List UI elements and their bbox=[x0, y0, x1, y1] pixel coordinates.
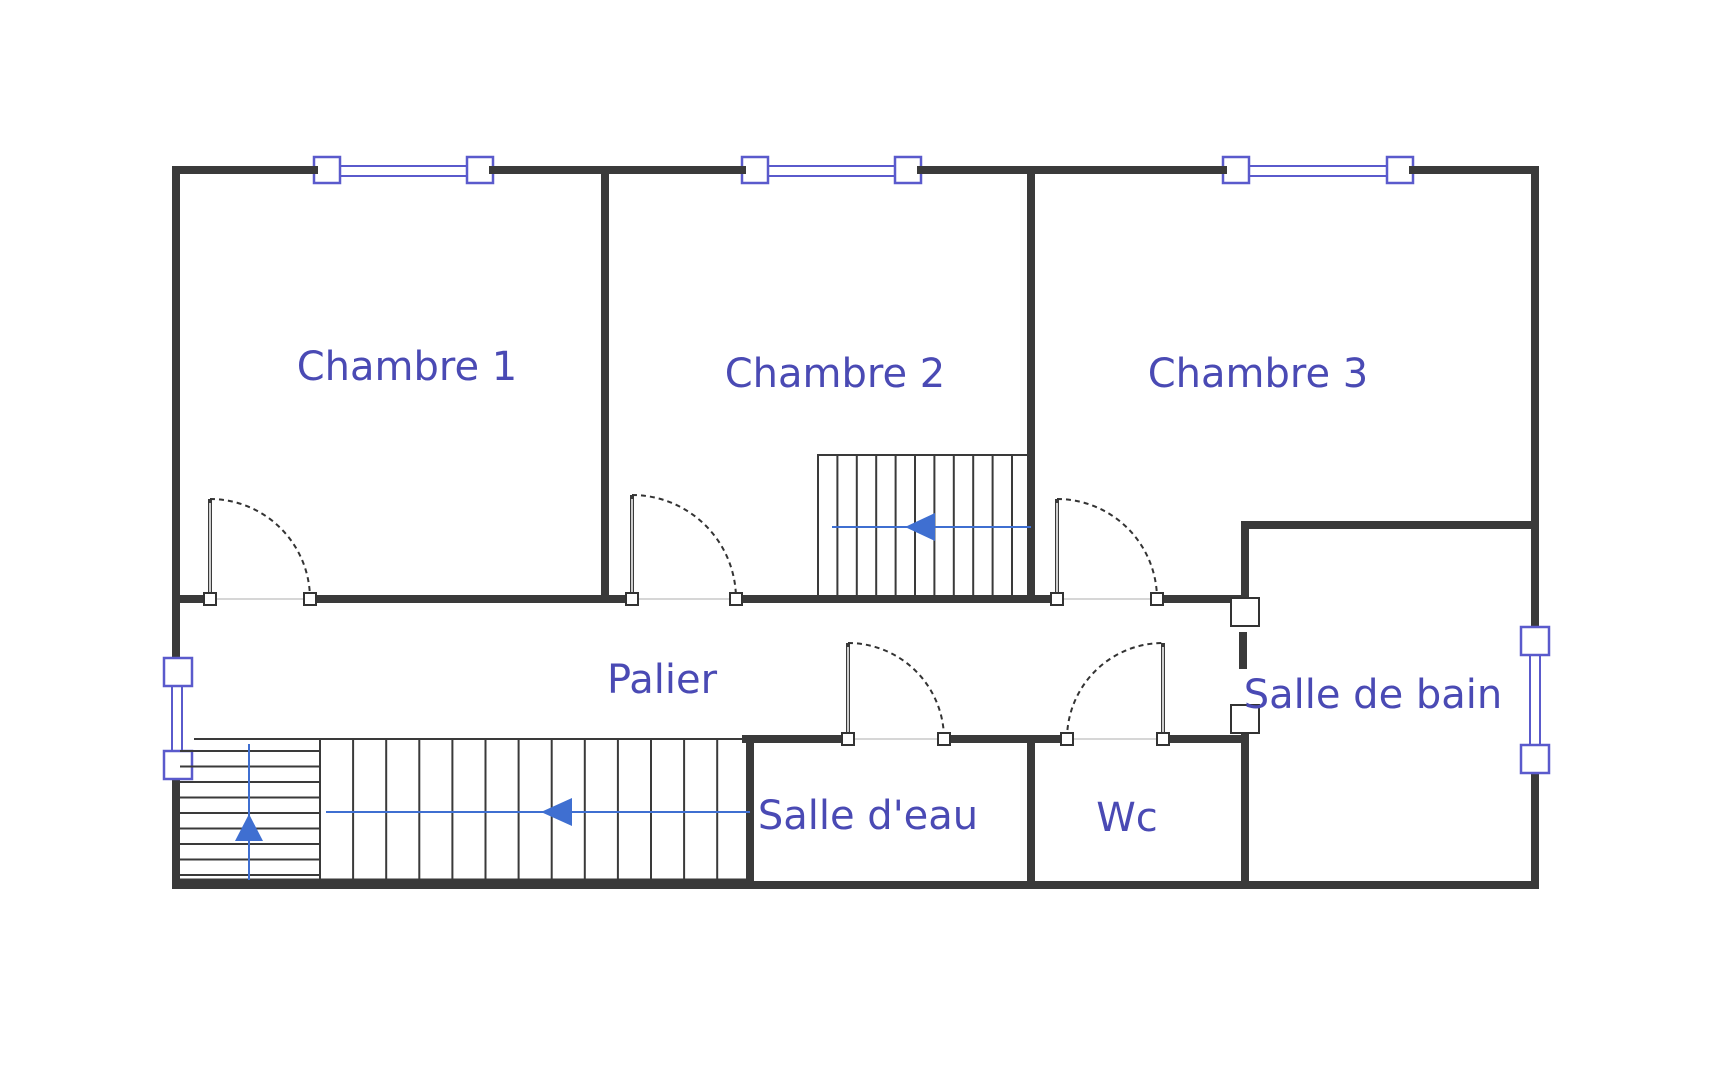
door-chambre-1 bbox=[203, 498, 317, 606]
exterior-walls bbox=[172, 166, 1539, 889]
door-salle-eau bbox=[841, 642, 951, 746]
room-label-chambre-1: Chambre 1 bbox=[297, 344, 518, 390]
window-palier bbox=[162, 656, 194, 781]
room-label-wc: Wc bbox=[1096, 795, 1158, 841]
door-chambre-3 bbox=[1050, 498, 1164, 606]
staircase-lower bbox=[180, 738, 750, 884]
window-chambre-2 bbox=[740, 155, 923, 185]
stair-direction-arrow-landing bbox=[235, 814, 263, 841]
room-label-salle-eau: Salle d'eau bbox=[758, 793, 978, 839]
stair-direction-arrow-lower bbox=[541, 798, 572, 826]
room-label-chambre-3: Chambre 3 bbox=[1148, 351, 1369, 397]
door-chambre-2 bbox=[625, 494, 743, 606]
window-chambre-3 bbox=[1221, 155, 1415, 185]
window-chambre-1 bbox=[312, 155, 495, 185]
room-labels: Chambre 1 Chambre 2 Chambre 3 Palier Sal… bbox=[297, 344, 1503, 841]
stair-direction-arrow-upper bbox=[905, 513, 935, 541]
window-salle-de-bain bbox=[1519, 625, 1551, 775]
room-label-chambre-2: Chambre 2 bbox=[725, 351, 946, 397]
staircase-upper bbox=[817, 454, 1032, 600]
door-wc bbox=[1060, 642, 1170, 746]
room-label-palier: Palier bbox=[607, 657, 718, 703]
room-label-salle-de-bain: Salle de bain bbox=[1244, 672, 1503, 718]
lower-stair-treads bbox=[319, 739, 719, 881]
door-salle-de-bain bbox=[1230, 597, 1260, 734]
